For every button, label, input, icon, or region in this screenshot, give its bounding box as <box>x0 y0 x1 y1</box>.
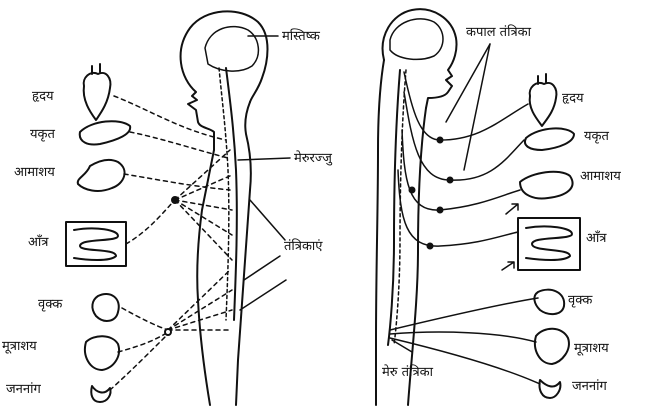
label-stomach-right: आमाशय <box>580 170 621 184</box>
label-heart-left: हृदय <box>32 90 54 104</box>
left-kidney <box>92 294 118 321</box>
label-brain: मस्तिष्क <box>282 30 320 44</box>
left-ganglion-upper <box>172 197 178 203</box>
right-genitals <box>539 380 560 398</box>
label-genitals-left: जननांग <box>6 383 41 397</box>
label-kidney-right: वृक्क <box>568 294 592 308</box>
label-kidney-left: वृक्क <box>38 298 62 312</box>
label-stomach-left: आमाशय <box>14 166 55 180</box>
label-liver-right: यकृत <box>584 130 609 144</box>
left-spinal-cord <box>219 68 237 320</box>
label-cranial-nerves: कपाल तंत्रिका <box>466 26 531 40</box>
label-heart-right: हृदय <box>562 92 584 106</box>
left-bladder <box>85 336 119 370</box>
left-leader-lines <box>238 36 290 310</box>
label-intestine-right: आँत्र <box>586 232 606 246</box>
label-spinal-nerve: मेरु तंत्रिका <box>382 366 433 380</box>
label-bladder-left: मूत्राशय <box>2 340 37 354</box>
right-stomach <box>520 172 573 199</box>
label-liver-left: यकृत <box>30 128 55 142</box>
right-spinal-cord <box>388 70 406 345</box>
left-intestine <box>66 222 126 266</box>
left-ganglion-lower <box>165 329 171 335</box>
right-heart <box>530 74 557 126</box>
left-genitals <box>91 386 110 402</box>
right-bladder <box>535 329 569 364</box>
label-nerves: तंत्रिकाएं <box>284 240 323 254</box>
right-liver <box>525 128 574 150</box>
label-spinal-cord: मेरुरज्जु <box>294 152 332 166</box>
right-kidney <box>534 290 564 314</box>
right-arrows <box>502 204 518 270</box>
left-liver <box>80 121 130 144</box>
label-genitals-right: जननांग <box>572 380 607 394</box>
label-intestine-left: आँत्र <box>28 236 48 250</box>
right-intestine <box>518 218 580 270</box>
left-stomach <box>78 160 125 191</box>
label-bladder-right: मूत्राशय <box>574 342 609 356</box>
left-heart <box>84 64 111 120</box>
right-leader-lines <box>392 44 490 352</box>
right-ganglia <box>410 138 453 249</box>
